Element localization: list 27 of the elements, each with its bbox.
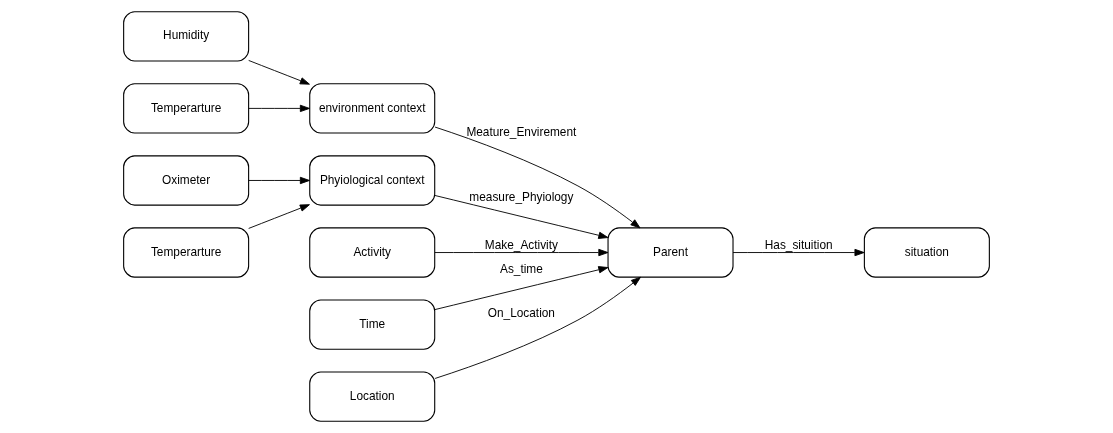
arrow xyxy=(434,266,609,311)
arrow xyxy=(434,195,609,239)
node-box: Humidity xyxy=(123,11,250,62)
node-box: Phyiological context xyxy=(309,155,436,206)
node-box: environment context xyxy=(309,83,436,134)
node-box: situation xyxy=(863,227,990,278)
edge-label: Make_Activity xyxy=(484,238,558,253)
arrow xyxy=(248,60,310,85)
node-box: Parent xyxy=(607,227,734,278)
node-box: Time xyxy=(309,299,436,350)
edge-label: As_time xyxy=(499,261,543,276)
arrow xyxy=(434,248,609,257)
node-box: Oximeter xyxy=(123,155,250,206)
arrow xyxy=(248,176,310,185)
node-box: Activity xyxy=(309,227,436,278)
node-box: Temperarture xyxy=(123,83,250,134)
arrow xyxy=(248,204,310,229)
edge-label: Has_situition xyxy=(764,238,833,253)
arrow xyxy=(732,248,865,257)
arrow xyxy=(434,276,641,379)
arrow xyxy=(248,104,310,113)
node-box: Location xyxy=(309,371,436,422)
node-box: Temperarture xyxy=(123,227,250,278)
edge-label: measure_Phyiology xyxy=(469,189,574,204)
edge-label: On_Location xyxy=(487,305,555,320)
edge-label: Meature_Envirement xyxy=(466,125,577,140)
arrow xyxy=(434,126,641,229)
